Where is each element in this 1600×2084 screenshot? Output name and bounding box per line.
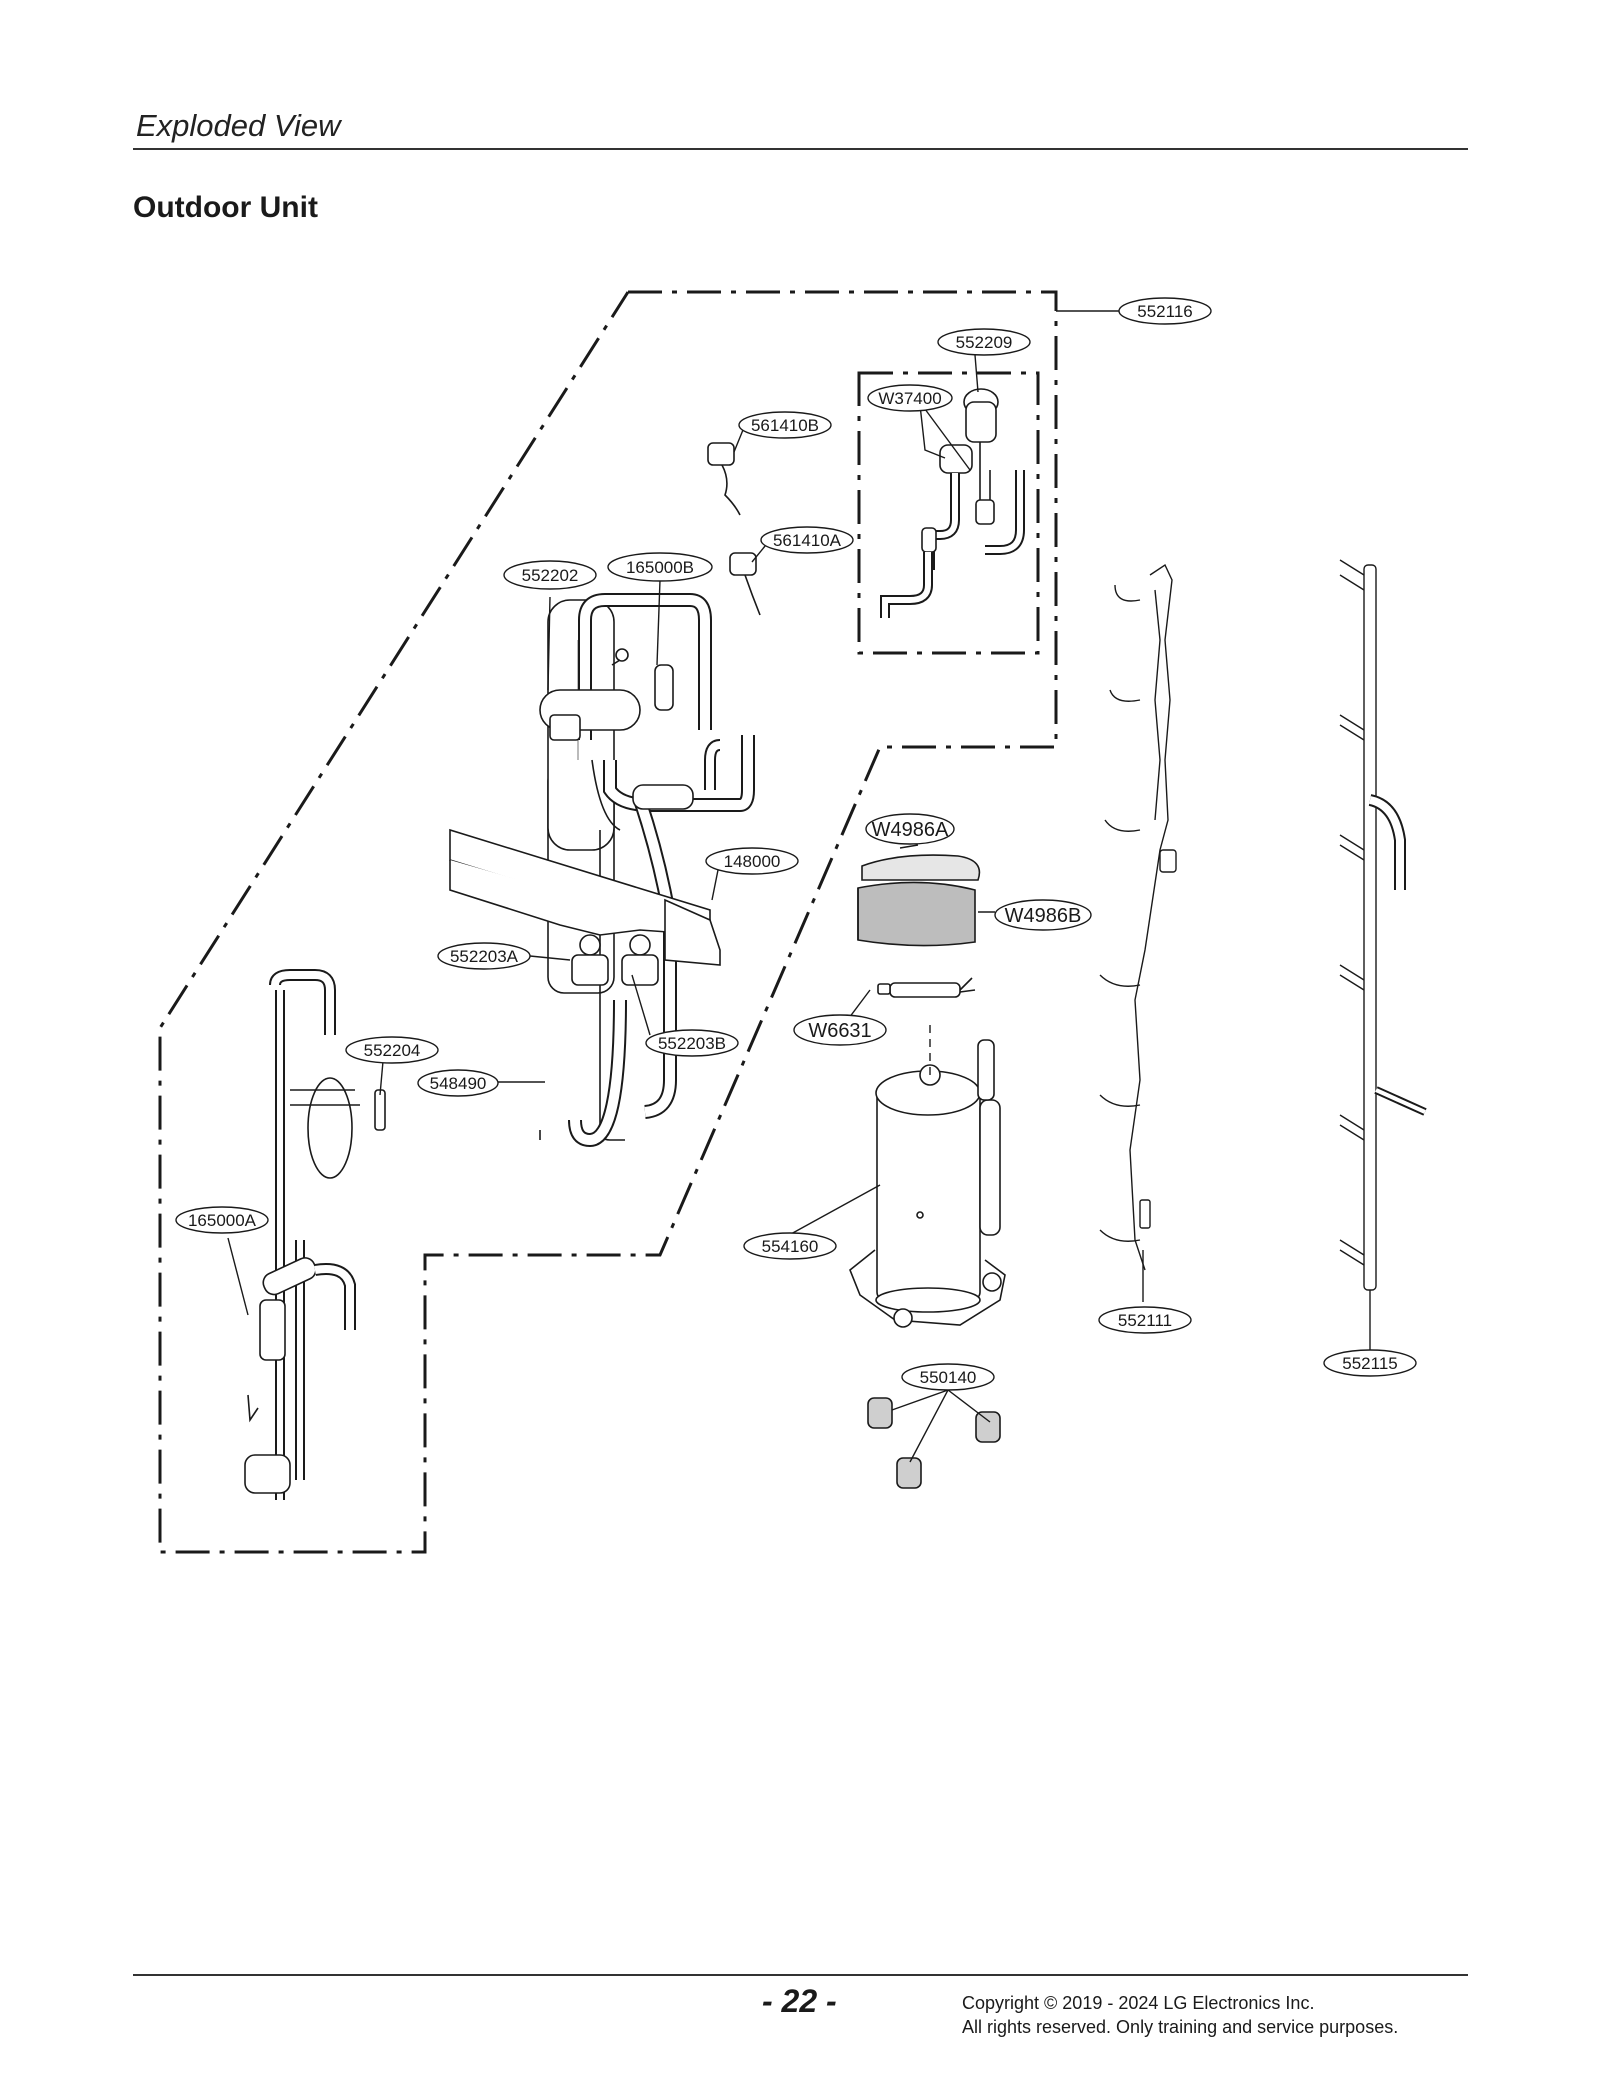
callout-561410A: 561410A	[760, 526, 854, 554]
solenoid-coil-drawing	[707, 442, 761, 616]
callout-550140: 550140	[901, 1363, 995, 1391]
callout-148000: 148000	[705, 847, 799, 875]
rubber-mount-drawing	[867, 1397, 1001, 1489]
wire-harness-drawing	[1099, 563, 1177, 1271]
valve-subassembly-boundary	[857, 371, 1040, 655]
callout-552116: 552116	[1118, 297, 1212, 325]
callout-554160: 554160	[743, 1232, 837, 1260]
footer-rule	[133, 1974, 1468, 1976]
svg-text:552203B: 552203B	[658, 1034, 726, 1053]
copyright-notice: Copyright © 2019 - 2024 LG Electronics I…	[962, 1991, 1398, 2039]
svg-text:552204: 552204	[364, 1041, 421, 1060]
callout-552209: 552209	[937, 328, 1031, 356]
callout-165000B: 165000B	[607, 552, 713, 582]
callout-552115: 552115	[1323, 1349, 1417, 1377]
terminal-wire-drawing	[877, 977, 976, 998]
callout-552203A: 552203A	[437, 942, 531, 970]
svg-text:552202: 552202	[522, 566, 579, 585]
callout-552111: 552111	[1098, 1306, 1192, 1334]
four-way-valve-drawing	[880, 388, 1025, 618]
svg-text:W4986A: W4986A	[872, 819, 949, 841]
svg-text:W6631: W6631	[808, 1020, 871, 1042]
page-subtitle: Outdoor Unit	[133, 191, 318, 224]
section-title: Exploded View	[136, 108, 341, 143]
callout-561410B: 561410B	[738, 411, 832, 439]
svg-text:165000A: 165000A	[188, 1211, 257, 1230]
part-callouts: 552116 552209 W37400 561410B 561410A 552…	[175, 297, 1417, 1391]
svg-text:550140: 550140	[920, 1368, 977, 1387]
svg-text:552209: 552209	[956, 333, 1013, 352]
callout-W6631: W6631	[793, 1014, 887, 1046]
sound-blanket-drawing	[857, 854, 981, 947]
svg-text:561410A: 561410A	[773, 531, 842, 550]
callout-552203B: 552203B	[645, 1029, 739, 1057]
callout-552202: 552202	[503, 560, 597, 590]
callout-W37400: W37400	[867, 384, 953, 412]
svg-text:552111: 552111	[1118, 1311, 1172, 1330]
svg-text:561410B: 561410B	[751, 416, 819, 435]
callout-552204: 552204	[345, 1036, 439, 1064]
callout-W4986A: W4986A	[865, 813, 955, 845]
svg-text:552203A: 552203A	[450, 947, 519, 966]
leader-lines	[227, 310, 1371, 1463]
rights-line: All rights reserved. Only training and s…	[962, 2017, 1399, 2037]
sensor-pipe-drawing	[244, 969, 386, 1500]
svg-text:148000: 148000	[724, 852, 781, 871]
assembly-boundary	[158, 290, 1058, 1554]
compressor-drawing	[849, 1039, 1006, 1328]
svg-text:554160: 554160	[762, 1237, 819, 1256]
svg-text:165000B: 165000B	[626, 558, 694, 577]
copyright-line: Copyright © 2019 - 2024 LG Electronics I…	[962, 1993, 1315, 2013]
callout-548490: 548490	[417, 1069, 499, 1097]
heater-pipe-drawing	[1339, 559, 1427, 1291]
svg-text:W4986B: W4986B	[1005, 905, 1082, 927]
svg-text:W37400: W37400	[878, 389, 941, 408]
callout-165000A: 165000A	[175, 1206, 269, 1234]
svg-text:548490: 548490	[430, 1074, 487, 1093]
callout-W4986B: W4986B	[994, 899, 1092, 931]
svg-text:552115: 552115	[1342, 1354, 1397, 1373]
svg-text:552116: 552116	[1137, 302, 1192, 321]
page-number: - 22 -	[762, 1983, 837, 2019]
header-rule	[133, 148, 1468, 150]
accumulator-drawing	[449, 593, 755, 1148]
